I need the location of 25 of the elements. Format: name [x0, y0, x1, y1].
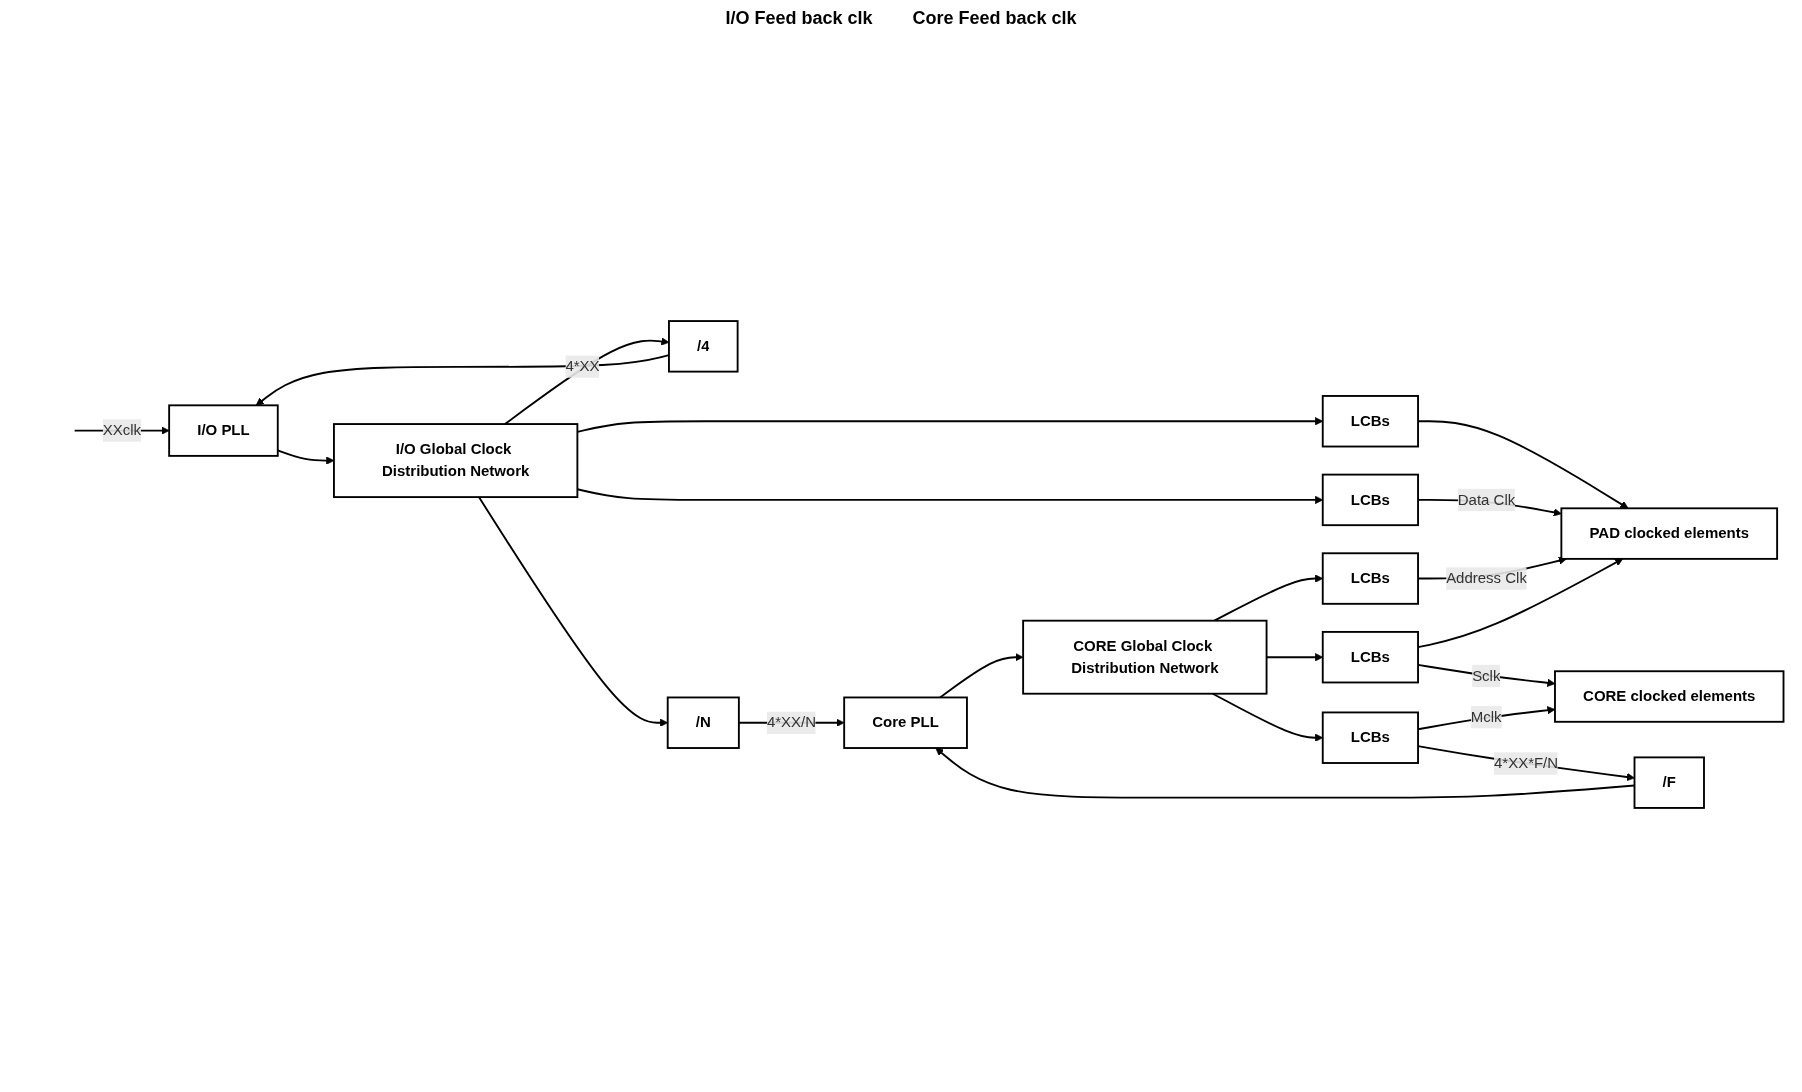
node-box: /F [1633, 756, 1705, 809]
node-box: LCBs [1321, 395, 1419, 448]
node-box: I/O Global Clock Distribution Network [333, 423, 579, 499]
node-box: LCBs [1321, 473, 1419, 527]
arrow [939, 653, 1024, 699]
node-box: /4 [668, 320, 739, 373]
node-box: LCBs [1321, 552, 1419, 605]
edge-label: Mclk [1470, 708, 1502, 725]
node-box: LCBs [1321, 630, 1419, 684]
node-box: PAD clocked elements [1560, 507, 1779, 560]
node-box: /N [666, 696, 740, 749]
edge-label: Address Clk [1446, 570, 1527, 587]
node-box: LCBs [1321, 711, 1419, 764]
edge-label: Sclk [1472, 667, 1501, 684]
edge-label: 4*XX*F/N [1493, 755, 1559, 772]
signal-label: I/O Feed back clk [725, 8, 873, 29]
node-box: I/O PLL [168, 404, 279, 457]
edge-label: 4*XX [565, 358, 600, 375]
node-box: Core PLL [843, 696, 968, 749]
edge-label: XXclk [102, 422, 142, 439]
signal-label: Core Feed back clk [912, 8, 1077, 29]
node-box: CORE Global Clock Distribution Network [1022, 619, 1268, 695]
edge-label: Data Clk [1457, 491, 1516, 508]
edge-label: 4*XX/N [766, 714, 817, 731]
node-box: CORE clocked elements [1554, 670, 1785, 723]
